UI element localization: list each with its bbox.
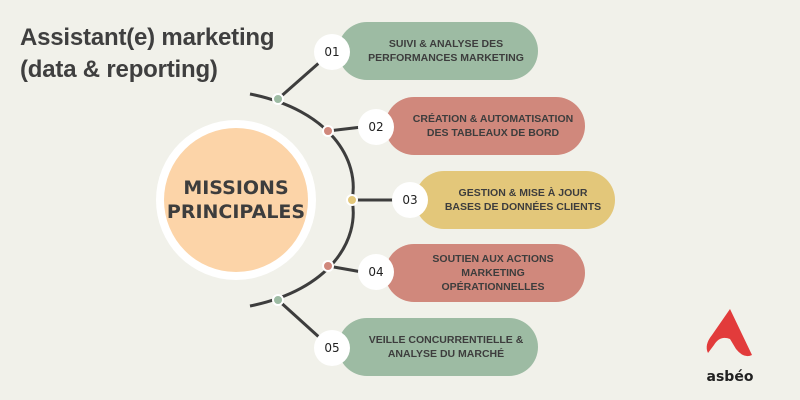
mission-04: Soutien aux actions marketing opérationn… xyxy=(385,244,585,302)
center-line-1: MISSIONS xyxy=(183,177,289,199)
mission-03: Gestion & mise à jour bases de données c… xyxy=(415,171,615,229)
mission-02: Création & automatisation des tableaux d… xyxy=(385,97,585,155)
badge-03: 03 xyxy=(392,182,428,218)
logo-text: asbéo xyxy=(706,369,754,385)
connector-05 xyxy=(276,298,322,340)
badge-02: 02 xyxy=(358,109,394,145)
center-line-2: PRINCIPALES xyxy=(166,201,306,223)
logo-a-icon xyxy=(706,309,752,357)
dot-01 xyxy=(272,93,284,105)
dot-04 xyxy=(322,260,334,272)
mission-05: Veille concurrentielle & analyse du marc… xyxy=(338,318,538,376)
dot-03 xyxy=(346,194,358,206)
mission-01: Suivi & analyse des performances marketi… xyxy=(338,22,538,80)
asbeo-logo: asbéo xyxy=(700,305,760,385)
title-line-1: Assistant(e) marketing xyxy=(20,24,275,51)
dot-02 xyxy=(322,125,334,137)
connector-01 xyxy=(277,60,321,101)
page-title: Assistant(e) marketing (data & reporting) xyxy=(20,22,275,86)
dot-05 xyxy=(272,294,284,306)
badge-04: 04 xyxy=(358,254,394,290)
title-line-2: (data & reporting) xyxy=(20,56,218,83)
badge-01: 01 xyxy=(314,34,350,70)
badge-05: 05 xyxy=(314,330,350,366)
